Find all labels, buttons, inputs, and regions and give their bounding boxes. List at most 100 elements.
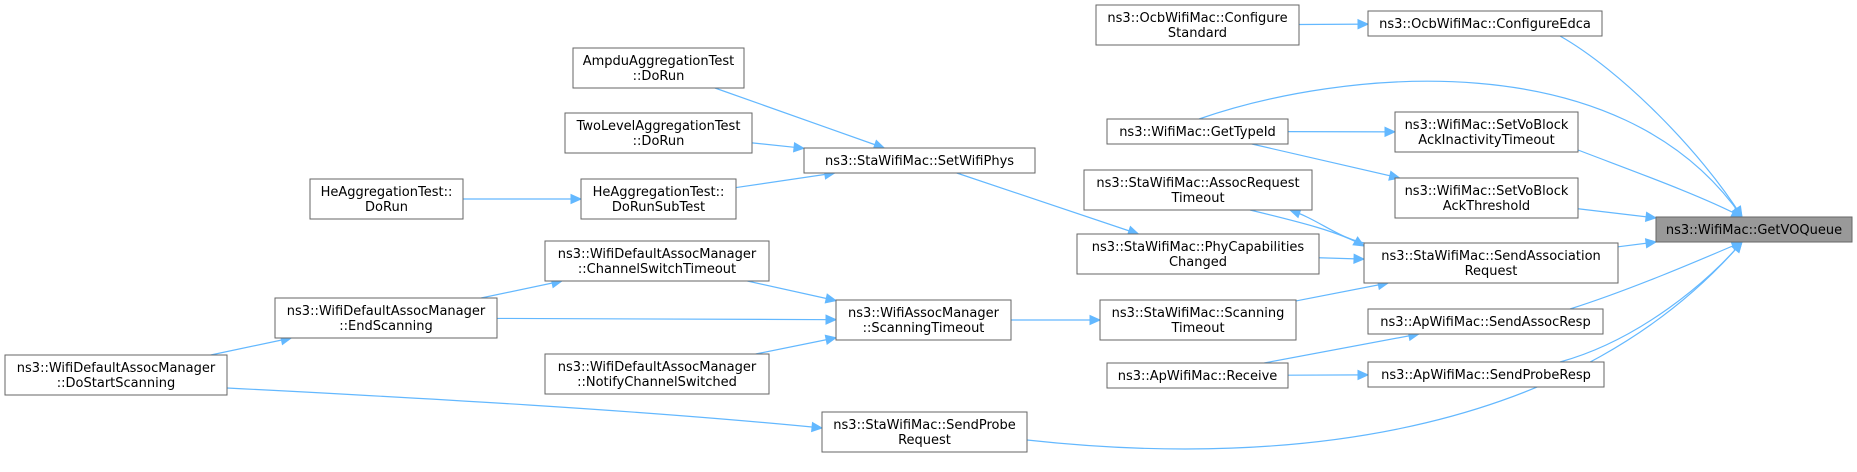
- node-label-line: ns3::ApWifiMac::SendAssocResp: [1380, 315, 1590, 330]
- node-box: [1106, 118, 1289, 145]
- edge-line: [1295, 282, 1389, 302]
- node-label-line: ns3::ApWifiMac::SendProbeResp: [1381, 368, 1591, 383]
- node-default_assoc_channel_switch_timeout[interactable]: ns3::WifiDefaultAssocManager::ChannelSwi…: [544, 240, 770, 282]
- node-default_assoc_end_scanning[interactable]: ns3::WifiDefaultAssocManager::EndScannin…: [274, 297, 498, 339]
- edge-arrowhead: [1352, 236, 1366, 247]
- node-box: [1394, 111, 1579, 153]
- node-wifimac_get_type_id[interactable]: ns3::WifiMac::GetTypeId: [1106, 118, 1289, 145]
- node-he_aggregation_test_do_run[interactable]: HeAggregationTest::DoRun: [309, 178, 464, 220]
- edge-arrowhead: [793, 141, 806, 153]
- node-label-line: ::EndScanning: [339, 319, 432, 334]
- node-label-line: ns3::StaWifiMac::SendAssociation: [1381, 249, 1601, 264]
- node-ap_send_assoc_resp[interactable]: ns3::ApWifiMac::SendAssocResp: [1367, 308, 1604, 335]
- edge-arrowhead: [1644, 238, 1658, 249]
- node-box: [821, 411, 1028, 453]
- node-box: [1099, 299, 1297, 341]
- node-box: [580, 178, 737, 220]
- edge-ocb_configure_edca-to-get_vo_queue: [1559, 35, 1743, 219]
- node-label-line: AckThreshold: [1443, 199, 1530, 214]
- node-ampdu_aggregation_test[interactable]: AmpduAggregationTest::DoRun: [572, 47, 745, 89]
- node-box: [572, 47, 745, 89]
- node-label-line: ns3::WifiDefaultAssocManager: [558, 360, 757, 375]
- edge-line: [210, 337, 292, 356]
- node-box: [1076, 233, 1320, 275]
- node-ap_send_probe_resp[interactable]: ns3::ApWifiMac::SendProbeResp: [1367, 361, 1605, 388]
- edge-line: [956, 172, 1139, 235]
- node-ocb_configure_edca[interactable]: ns3::OcbWifiMac::ConfigureEdca: [1367, 10, 1603, 37]
- node-label-line: ::DoStartScanning: [57, 376, 175, 391]
- edge-line: [1026, 241, 1743, 450]
- edge-arrowhead: [824, 293, 838, 304]
- node-label-line: ns3::StaWifiMac::PhyCapabilities: [1092, 240, 1305, 255]
- node-label-line: ::NotifyChannelSwitched: [577, 375, 737, 390]
- node-box: [1095, 4, 1300, 46]
- node-box: [1367, 361, 1605, 388]
- edge-line: [1198, 80, 1743, 218]
- edge-arrowhead: [811, 421, 824, 433]
- node-label-line: Changed: [1169, 255, 1227, 270]
- node-label-line: TwoLevelAggregationTest: [576, 119, 741, 134]
- node-label-line: ns3::StaWifiMac::SendProbe: [833, 418, 1015, 433]
- node-default_assoc_notify_channel_switched[interactable]: ns3::WifiDefaultAssocManager::NotifyChan…: [544, 353, 770, 395]
- node-label-line: ns3::WifiAssocManager: [848, 306, 1000, 321]
- node-box: [1367, 308, 1604, 335]
- node-label-line: HeAggregationTest::: [593, 185, 725, 200]
- edge-layer: [210, 18, 1744, 450]
- edge-default_assoc_do_start_scanning-to-sta_send_probe_request: [226, 387, 824, 433]
- node-box: [544, 353, 770, 395]
- node-label-line: ns3::StaWifiMac::AssocRequest: [1096, 176, 1299, 191]
- edge-arrowhead: [824, 334, 838, 345]
- edge-arrowhead: [1357, 18, 1370, 30]
- node-label-line: HeAggregationTest::: [321, 185, 453, 200]
- edge-arrowhead: [1384, 126, 1397, 138]
- edge-two_level_aggregation_test-to-sta_set_wifi_phys: [751, 141, 806, 153]
- node-ap_receive[interactable]: ns3::ApWifiMac::Receive: [1106, 362, 1289, 389]
- node-label-line: Request: [1465, 264, 1518, 279]
- node-box: [309, 178, 464, 220]
- node-box: [1394, 177, 1579, 219]
- edge-line: [755, 337, 837, 355]
- node-two_level_aggregation_test[interactable]: TwoLevelAggregationTest::DoRun: [564, 112, 753, 154]
- edge-line: [735, 172, 835, 189]
- node-sta_scanning_timeout[interactable]: ns3::StaWifiMac::ScanningTimeout: [1099, 299, 1297, 341]
- edge-arrowhead: [1353, 253, 1366, 265]
- node-get_vo_queue[interactable]: ns3::WifiMac::GetVOQueue: [1655, 216, 1853, 243]
- node-box: [564, 112, 753, 154]
- node-box: [1363, 242, 1619, 284]
- node-label-line: ::ChannelSwitchTimeout: [578, 262, 736, 277]
- node-set_vo_block_ack_inactivity[interactable]: ns3::WifiMac::SetVoBlockAckInactivityTim…: [1394, 111, 1579, 153]
- node-box: [4, 354, 228, 396]
- edge-assoc_mgr_scanning_timeout-to-sta_scanning_timeout: [1011, 314, 1102, 326]
- node-layer: ns3::WifiMac::GetVOQueue ns3::OcbWifiMac:…: [4, 4, 1853, 453]
- node-assoc_mgr_scanning_timeout[interactable]: ns3::WifiAssocManager::ScanningTimeout: [835, 299, 1012, 341]
- edge-arrowhead: [825, 314, 838, 325]
- node-label-line: ::ScanningTimeout: [863, 321, 985, 336]
- edge-arrowhead: [1731, 241, 1743, 254]
- edge-sta_send_probe_request-to-get_vo_queue: [1026, 241, 1743, 450]
- node-sta_set_wifi_phys[interactable]: ns3::StaWifiMac::SetWifiPhys: [803, 147, 1036, 174]
- node-label-line: ns3::WifiMac::GetVOQueue: [1666, 223, 1842, 238]
- node-he_aggregation_test_do_run_sub[interactable]: HeAggregationTest::DoRunSubTest: [580, 178, 737, 220]
- node-label-line: ::DoRun: [633, 69, 685, 84]
- node-box: [1655, 216, 1853, 243]
- node-label-line: Standard: [1168, 26, 1227, 41]
- edge-sta_assoc_request_timeout-to-sta_send_association_request: [1249, 209, 1366, 247]
- edge-default_assoc_notify_channel_switched-to-assoc_mgr_scanning_timeout: [755, 334, 838, 355]
- node-default_assoc_do_start_scanning[interactable]: ns3::WifiDefaultAssocManager::DoStartSca…: [4, 354, 228, 396]
- node-label-line: AckInactivityTimeout: [1418, 133, 1554, 148]
- edge-default_assoc_end_scanning-to-assoc_mgr_scanning_timeout: [496, 314, 838, 325]
- edge-ap_receive-to-ap_send_probe_resp: [1287, 369, 1370, 381]
- edge-sta_scanning_timeout-to-sta_send_association_request: [1295, 279, 1390, 302]
- edge-line: [480, 280, 563, 299]
- node-box: [835, 299, 1012, 341]
- edge-default_assoc_do_start_scanning-to-default_assoc_end_scanning: [210, 335, 293, 356]
- node-label-line: ns3::WifiMac::SetVoBlock: [1405, 184, 1569, 199]
- node-box: [1083, 169, 1313, 211]
